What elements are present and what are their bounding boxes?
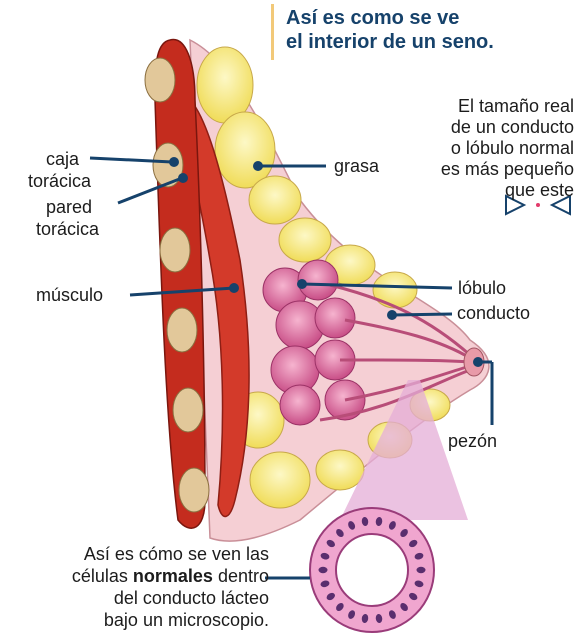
size-note: El tamaño real de un conducto o lóbulo n… xyxy=(441,96,574,201)
microscopic-duct xyxy=(310,508,434,632)
size-note-line: El tamaño real xyxy=(441,96,574,117)
micro-note-line: células normales dentro xyxy=(72,565,269,587)
micro-note-line: bajo un microscopio. xyxy=(72,609,269,631)
label-pezon: pezón xyxy=(448,430,497,452)
label-caja-line2: torácica xyxy=(28,170,91,192)
label-pared-line1: pared xyxy=(46,196,92,218)
micro-note-text: células xyxy=(72,566,133,586)
title-accent-bar xyxy=(271,4,274,60)
microscope-note: Así es cómo se ven las células normales … xyxy=(72,543,269,631)
cell-nucleus xyxy=(319,567,328,573)
label-caja-line1: caja xyxy=(46,148,79,170)
title-line-2: el interior de un seno. xyxy=(286,30,494,54)
size-indicator-dot xyxy=(536,203,540,207)
size-note-line: o lóbulo normal xyxy=(441,138,574,159)
size-note-line: de un conducto xyxy=(441,117,574,138)
title-line-1: Así es como se ve xyxy=(286,6,494,30)
label-musculo: músculo xyxy=(36,284,103,306)
micro-note-line: del conducto lácteo xyxy=(72,587,269,609)
label-pared-line2: torácica xyxy=(36,218,99,240)
size-note-line: que este xyxy=(441,180,574,201)
page-title: Así es como se ve el interior de un seno… xyxy=(286,6,494,54)
label-grasa: grasa xyxy=(334,155,379,177)
micro-note-line: Así es cómo se ven las xyxy=(72,543,269,565)
label-conducto: conducto xyxy=(457,302,530,324)
label-lobulo: lóbulo xyxy=(458,277,506,299)
cell-nucleus xyxy=(417,567,426,573)
micro-note-text: dentro xyxy=(213,566,269,586)
micro-note-bold: normales xyxy=(133,566,213,586)
size-note-line: es más pequeño xyxy=(441,159,574,180)
